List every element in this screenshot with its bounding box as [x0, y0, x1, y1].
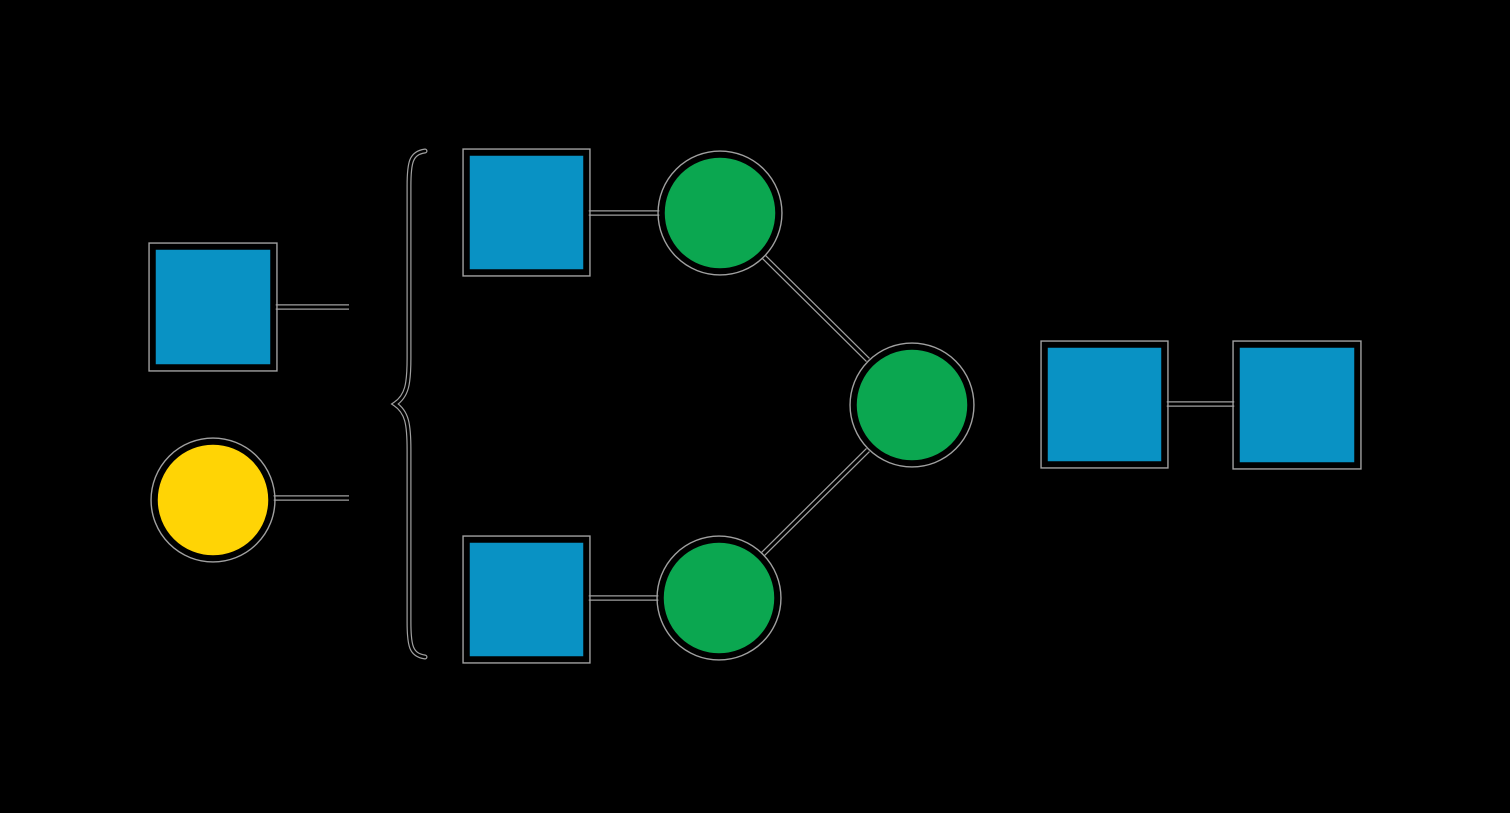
edge-top-circle-to-center-circle	[762, 255, 870, 362]
curly-brace	[390, 148, 428, 660]
blue-square-node	[1040, 340, 1169, 469]
blue-square-node	[1232, 340, 1362, 470]
yellow-circle-node	[150, 437, 276, 563]
blue-square-node	[148, 242, 278, 372]
green-circle-node	[849, 342, 975, 468]
green-circle-node	[656, 535, 782, 661]
edge-bottom-circle-to-center-circle	[761, 448, 870, 556]
green-circle-node	[657, 150, 783, 276]
blue-square-node	[462, 535, 591, 664]
blue-square-node	[462, 148, 591, 277]
